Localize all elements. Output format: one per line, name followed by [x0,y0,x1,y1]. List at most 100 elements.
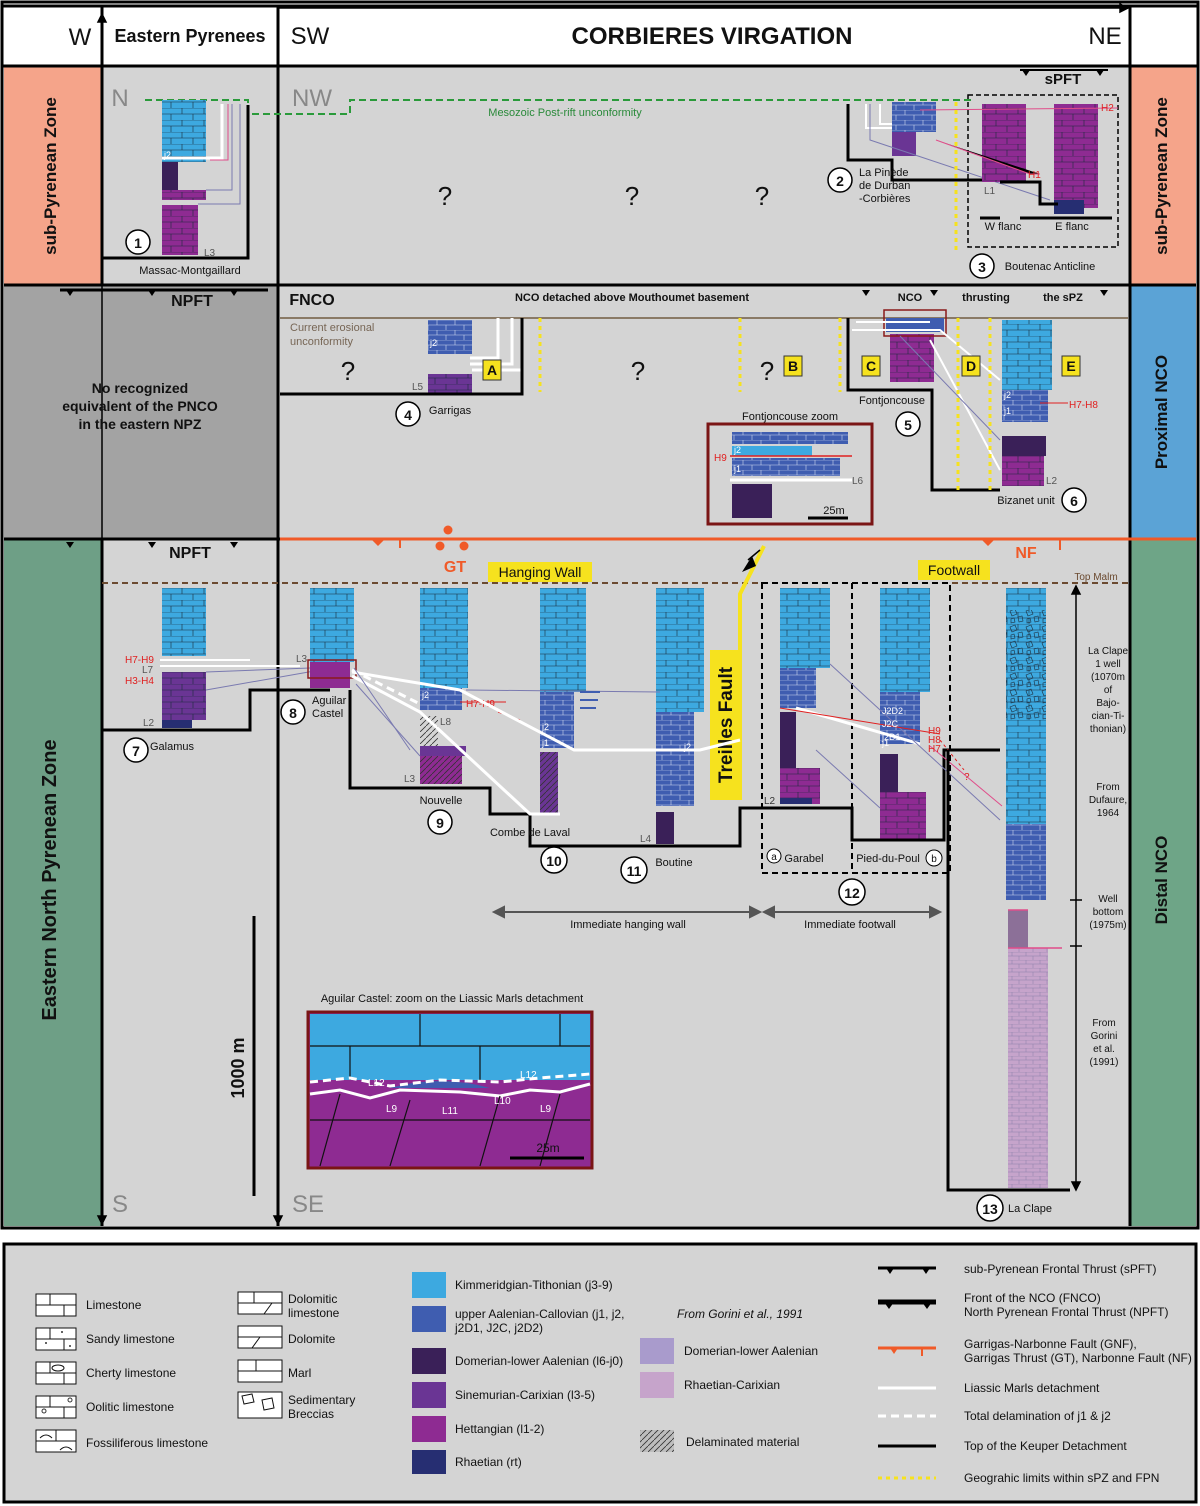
unconformity-label: Mesozoic Post-rift unconformity [488,107,642,119]
pdp-h8: H8 [928,735,941,746]
label-n: N [111,85,128,112]
zoom-j2: j2 [733,445,741,455]
legend-swatch-sin [412,1382,446,1408]
legend-swatch-rha [412,1450,446,1474]
legend-lith2-2: Marl [288,1366,311,1380]
legend-line-2: Garrigas-Narbonne Fault (GNF),Garrigas T… [964,1337,1192,1365]
zoom-j1: j1 [733,464,741,474]
nf-label: NF [1015,545,1037,562]
l1-label: L1 [984,186,996,197]
header-eastern-pyrenees: Eastern Pyrenees [114,26,265,46]
legend-line-6: Geograhic limits within sPZ and FPN [964,1471,1159,1485]
combe-j2: j2 [541,722,549,732]
combe-j1: j1 [541,738,549,748]
legend-line-3: Liassic Marls detachment [964,1381,1100,1395]
header-title: CORBIERES VIRGATION [572,23,853,50]
loc9-name: Nouvelle [420,795,463,807]
q-top-3: ? [755,181,769,211]
loc6-num: 6 [1070,493,1078,509]
garabel-l2: L2 [764,796,776,807]
nouvelle-l8: L8 [440,717,452,728]
az-l12b: L12 [520,1070,537,1081]
loc13-num: 13 [982,1201,998,1217]
legend-swatch-aal [412,1306,446,1332]
pdp-j2d2: J2D2 [882,706,903,716]
legend-lith-2: Cherty limestone [86,1366,176,1380]
h7h8-mid: H7-H8 [1069,400,1098,411]
galamus-l7: L7 [142,665,154,676]
box-e: E [1066,358,1075,374]
zone-label-distal: Distal NCO [1152,836,1171,925]
zoom-scale: 25m [823,505,844,517]
w-flanc: W flanc [985,221,1022,233]
loc2-num: 2 [836,173,844,189]
zoom-h9: H9 [714,453,727,464]
box-d: D [966,358,976,374]
pdp-j1: j1 [881,738,889,748]
zoom-l6: L6 [852,476,864,487]
legend-line-1: Front of the NCO (FNCO)North Pyrenean Fr… [964,1291,1169,1319]
thrusting-label: thrusting [962,292,1010,304]
box-a: A [487,362,497,378]
az-l9a: L9 [386,1104,398,1115]
hanging-wall: Hanging Wall [499,564,582,580]
legend-gorini-0: Domerian-lower Aalenian [684,1344,818,1358]
pdp-q: ? [964,772,970,783]
h2-label: H2 [1101,103,1114,114]
zone-proximal-nco [1130,286,1196,538]
boutine-j2: j2 [683,742,691,752]
legend-lith-0: Limestone [86,1298,142,1312]
legend-line-5: Top of the Keuper Detachment [964,1439,1127,1453]
legend-gorini-title: From Gorini et al., 1991 [677,1307,803,1321]
loc4-name: Garrigas [429,405,472,417]
legend-swatch-het [412,1416,446,1442]
loc11-num: 11 [627,863,642,879]
q-top-2: ? [625,181,639,211]
label-se: SE [292,1191,324,1218]
npft-mid: NPFT [171,293,213,310]
garrigas-j2: j2 [429,338,437,348]
unconformity-line [145,99,975,115]
loc13-name: La Clape [1008,1203,1052,1215]
loc5-num: 5 [904,417,912,433]
loc1-num: 1 [134,235,142,251]
pdp-j2d1: j2D1 [881,732,901,742]
loc7-name: Galamus [150,741,195,753]
zone-distal-nco [1130,540,1196,1226]
legend-strat-3: Sinemurian-Carixian (l3-5) [455,1388,595,1402]
q-mid-2: ? [631,356,645,386]
legend-swatch-dom [412,1348,446,1374]
fnco-label: FNCO [289,292,334,309]
legend-swatch-grha [640,1372,674,1398]
loc12a-name: Garabel [784,853,823,865]
az-l12a: L12 [368,1078,385,1089]
zone-left-npz [4,540,102,1226]
loc3-name: Boutenac Anticline [1005,261,1096,273]
garrigas-l5: L5 [412,382,424,393]
az-l11: L11 [442,1106,458,1117]
top-malm: Top Malm [1074,572,1117,583]
header-ne: NE [1088,23,1121,50]
az-scale: 25m [536,1141,559,1155]
q-top-1: ? [438,181,452,211]
nouvelle-h7h9: H7-H9 [466,699,495,710]
loc12-a: a [771,852,777,863]
loc1-name: Massac-Montgaillard [139,265,240,277]
loc9-num: 9 [436,815,444,831]
loc5-name: Fontjoncouse [859,395,925,407]
az-l9b: L9 [540,1104,552,1115]
zone-label-proximal: Proximal NCO [1152,355,1171,469]
thespz-label: the sPZ [1043,292,1083,304]
footwall: Footwall [928,562,980,578]
zone-right-subpyrenean [1130,66,1196,284]
loc12-b: b [931,854,937,865]
q-mid-1: ? [341,356,355,386]
pdp-j2c: J2C [882,719,899,729]
legend-swatch-kimm [412,1272,446,1298]
legend-strat-1: upper Aalenian-Callovian (j1, j2,j2D1, J… [454,1307,624,1335]
